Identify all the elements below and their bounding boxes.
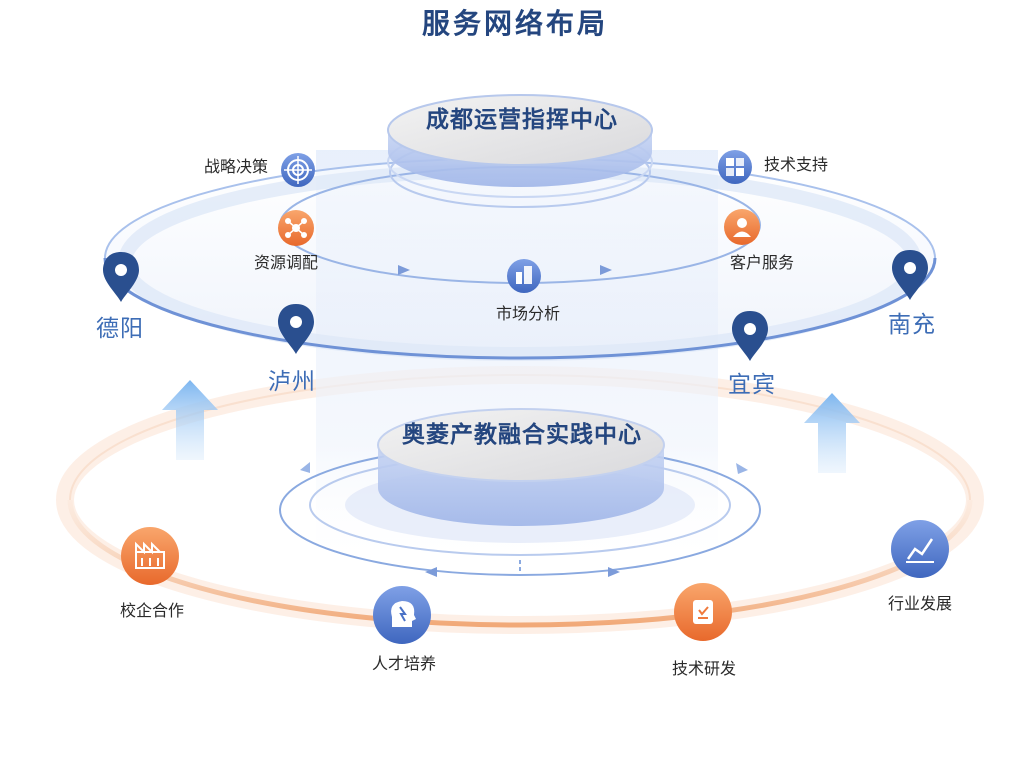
top-outer-ring	[103, 157, 937, 361]
function-label-talent: 人才培养	[371, 654, 437, 673]
top-center-disk	[387, 94, 653, 208]
function-label-market: 市场分析	[495, 304, 561, 323]
function-label-resource: 资源调配	[253, 253, 319, 272]
target-icon	[281, 153, 315, 187]
function-label-rnd: 技术研发	[671, 659, 737, 678]
network-icon	[278, 210, 314, 246]
function-label-customer: 客户服务	[729, 253, 795, 272]
arrow-up-icon	[162, 380, 218, 460]
location-pin-icon	[892, 250, 928, 300]
function-label-industry: 行业发展	[887, 594, 953, 613]
location-pin-icon	[732, 311, 768, 361]
badge-icon	[674, 583, 732, 641]
function-label-tech-support: 技术支持	[763, 155, 829, 174]
city-label-deyang: 德阳	[96, 316, 144, 342]
city-label-nanchong: 南充	[888, 312, 936, 338]
function-label-school: 校企合作	[119, 601, 185, 620]
arrow-up-icon	[804, 393, 860, 473]
factory-icon	[121, 527, 179, 585]
building-icon	[507, 259, 541, 293]
brain-head-icon	[373, 586, 431, 644]
trend-chart-icon	[891, 520, 949, 578]
function-label-strategy: 战略决策	[203, 157, 269, 176]
bottom-center-title: 奥菱产教融合实践中心	[402, 421, 642, 448]
page-title: 服务网络布局	[421, 7, 609, 40]
location-pin-icon	[103, 252, 139, 302]
bottom-center-disk	[377, 408, 665, 526]
city-label-luzhou: 泸州	[268, 369, 316, 395]
cube-icon	[718, 150, 752, 184]
location-pin-icon	[278, 304, 314, 354]
city-label-yibin: 宜宾	[728, 372, 776, 398]
top-center-title: 成都运营指挥中心	[426, 106, 618, 133]
user-icon	[724, 209, 760, 245]
